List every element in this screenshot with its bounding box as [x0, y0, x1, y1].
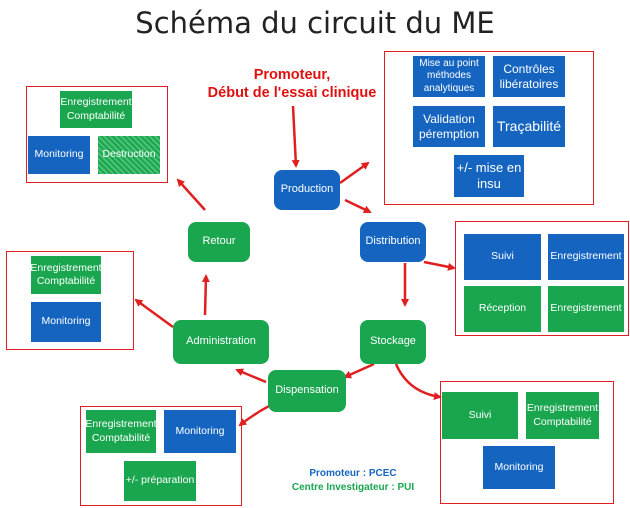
- stockage-group-frame: [440, 381, 614, 504]
- page-title: Schéma du circuit du ME: [135, 6, 495, 40]
- stockage-suivi-box: Suivi: [442, 392, 518, 439]
- arrow-administration-to-group: [134, 298, 174, 329]
- controles-box: Contrôles libératoires: [493, 56, 565, 97]
- administration-node: Administration: [173, 320, 269, 364]
- promoteur-line: Promoteur,: [253, 67, 331, 83]
- distribution-enregistrement-2-box: Enregistrement: [548, 286, 624, 332]
- retour-node: Retour: [188, 222, 250, 262]
- production-group-frame: [384, 51, 594, 205]
- administration-monitoring-box: Monitoring: [31, 302, 101, 342]
- tracabilite-box: Traçabilité: [493, 106, 565, 147]
- distribution-group-frame: [455, 221, 629, 336]
- legend-promoteur: Promoteur : PCEC: [309, 468, 397, 479]
- distribution-suivi-box: Suivi: [464, 234, 541, 280]
- arrow-production-to-group: [339, 161, 370, 185]
- stockage-node: Stockage: [360, 320, 426, 364]
- dispensation-monitoring-box: Monitoring: [164, 410, 236, 453]
- arrow-stockage-to-group: [394, 363, 442, 401]
- administration-enregistrement-box: Enregistrement Comptabilité: [30, 256, 102, 294]
- administration-group-frame: [6, 251, 134, 350]
- dispensation-node: Dispensation: [268, 370, 346, 412]
- dispensation-group-frame: [80, 406, 242, 506]
- production-node: Production: [274, 170, 340, 210]
- preparation-box: +/- préparation: [124, 461, 196, 501]
- arrow-dispensation-to-administration: [235, 368, 267, 384]
- legend-centre: Centre Investigateur : PUI: [291, 481, 415, 493]
- dispensation-enregistrement-box: Enregistrement Comptabilité: [85, 410, 157, 453]
- arrow-administration-to-retour: [201, 274, 210, 316]
- arrow-retour-to-group: [176, 178, 206, 211]
- retour-enregistrement-box: Enregistrement Comptabilité: [60, 91, 132, 128]
- debut-essai-line: Début de l'essai clinique: [207, 85, 377, 102]
- arrow-distribution-to-group: [423, 260, 456, 271]
- arrow-stockage-to-dispensation: [343, 362, 375, 379]
- retour-monitoring-box: Monitoring: [28, 136, 90, 174]
- arrow-production-to-distribution: [344, 198, 372, 214]
- destruction-box: Destruction: [98, 136, 160, 174]
- stockage-enregistrement-box: Enregistrement Comptabilité: [526, 392, 599, 439]
- mise-au-point-box: Mise au point méthodes analytiques: [413, 56, 485, 97]
- arrow-start-to-production: [291, 105, 300, 168]
- distribution-enregistrement-box: Enregistrement: [548, 234, 624, 280]
- stockage-monitoring-box: Monitoring: [483, 446, 555, 489]
- promoteur-start-label: Promoteur, Début de l'essai clinique: [206, 66, 378, 102]
- validation-box: Validation péremption: [413, 106, 485, 147]
- retour-group-frame: [26, 86, 168, 183]
- mise-en-insu-box: +/- mise en insu: [454, 155, 524, 197]
- distribution-node: Distribution: [360, 222, 426, 262]
- reception-box: Réception: [464, 286, 541, 332]
- legend: Promoteur : PCEC Centre Investigateur : …: [278, 467, 428, 494]
